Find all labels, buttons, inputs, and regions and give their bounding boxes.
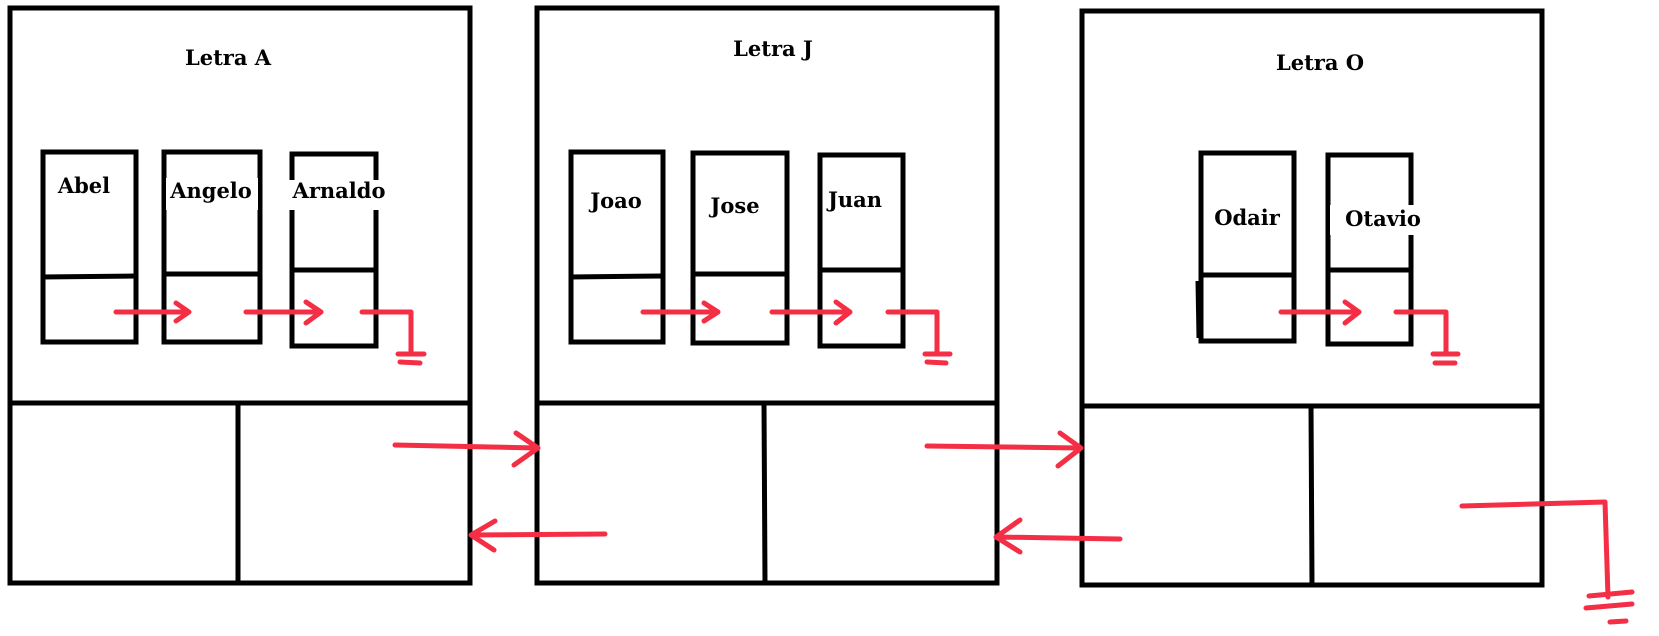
- node-jose: Jose: [690, 150, 790, 346]
- group-title: Letra O: [1276, 50, 1364, 75]
- group-letra-j: Letra J Joao Jose Juan: [534, 5, 1000, 586]
- node-box: [1198, 150, 1297, 344]
- group-letra-o: Letra O Odair Otavio: [1079, 8, 1545, 588]
- node-label: Angelo: [169, 178, 252, 203]
- node-box: [690, 150, 790, 346]
- node-arnaldo: Arnaldo: [289, 151, 386, 349]
- prev-group-arrow: [993, 517, 1123, 555]
- next-arrow: [640, 300, 721, 324]
- node-label: Abel: [57, 173, 110, 198]
- node-box: [817, 152, 906, 349]
- node-label: Joao: [588, 188, 642, 213]
- null-ground-icon: [1393, 309, 1461, 366]
- node-box: [40, 149, 139, 345]
- null-ground-icon: [885, 309, 953, 366]
- group-title: Letra A: [185, 45, 272, 70]
- next-arrow: [769, 299, 853, 326]
- node-box: [1325, 152, 1414, 347]
- node-abel: Abel: [40, 149, 139, 345]
- node-label: Juan: [826, 187, 882, 212]
- node-label: Jose: [708, 193, 759, 218]
- prev-group-arrow: [468, 518, 608, 553]
- node-angelo: Angelo: [161, 149, 263, 345]
- node-tick: [1195, 280, 1202, 339]
- next-arrow: [243, 299, 324, 326]
- null-ground-icon: [359, 309, 427, 366]
- node-box: [568, 149, 666, 345]
- group-box: [534, 5, 1000, 586]
- node-label: Arnaldo: [292, 178, 386, 203]
- node-box: [289, 151, 379, 349]
- next-arrow: [113, 300, 192, 324]
- group-title: Letra J: [733, 36, 813, 61]
- pointer-cell-divider: [761, 402, 768, 584]
- pointer-cell-divider: [1308, 404, 1315, 586]
- node-label: Otavio: [1345, 206, 1421, 231]
- node-divider: [40, 273, 137, 280]
- node-odair: Odair: [1195, 150, 1297, 344]
- node-divider: [568, 273, 664, 280]
- node-box: [161, 149, 263, 345]
- node-joao: Joao: [568, 149, 666, 345]
- node-label: Odair: [1214, 205, 1281, 230]
- next-arrow: [1278, 299, 1362, 326]
- node-otavio: Otavio: [1325, 152, 1421, 347]
- node-juan: Juan: [817, 152, 906, 349]
- next-group-arrow: [392, 430, 541, 468]
- next-group-arrow: [924, 430, 1084, 469]
- null-ground-icon: [1459, 499, 1635, 625]
- group-letra-a: Letra A Abel Angelo Arnaldo: [7, 5, 473, 586]
